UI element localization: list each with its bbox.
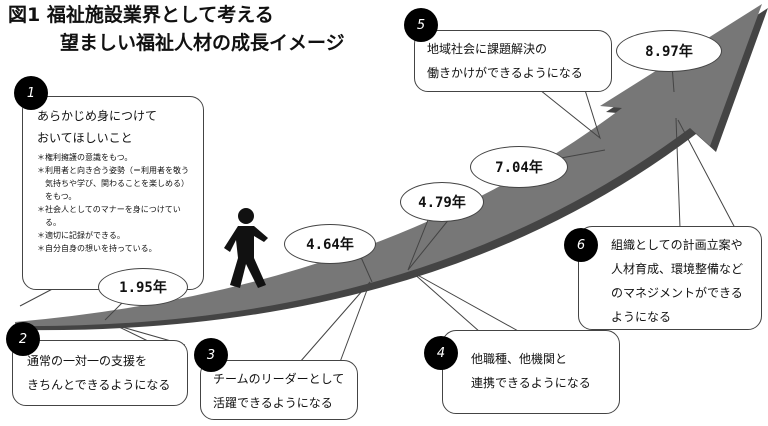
callout-tail-3	[299, 281, 371, 363]
callout-tail-4	[411, 271, 521, 333]
stage-number-5: 5	[404, 8, 438, 42]
stage-6-line: 組織としての計画立案や	[611, 238, 743, 252]
stage-6-line: 人材育成、環境整備など	[611, 262, 744, 276]
callout-tail-464	[359, 254, 373, 283]
stage-2-line: きちんとできるようになる	[27, 378, 171, 392]
stage-number-6: 6	[564, 228, 598, 262]
stage-3-line: チームのリーダーとして	[213, 372, 345, 386]
years-badge-stage-5: 7.04年	[470, 146, 568, 188]
stage-1-item: ＊社会人としてのマナーを身につけてい	[37, 205, 181, 214]
stage-3-callout: チームのリーダーとして 活躍できるようになる	[200, 360, 358, 420]
stage-5-line: 地域社会に課題解決の	[427, 42, 548, 56]
title-line-1: 図1 福祉施設業界として考える	[8, 4, 274, 26]
growth-arrow	[15, 4, 762, 327]
stage-number-1: 1	[14, 76, 48, 110]
stage-1-item: ＊自分自身の想いを持っている。	[37, 244, 157, 253]
stage-number-4: 4	[424, 336, 458, 370]
stage-1-callout: あらかじめ身につけて おいてほしいこと ＊権利擁護の意識をもつ。 ＊利用者と向き…	[22, 96, 204, 290]
callout-tail-479	[407, 214, 451, 271]
stage-number-3: 3	[194, 338, 228, 372]
stage-1-heading-2: おいてほしいこと	[37, 131, 133, 145]
stage-3-line: 活躍できるようになる	[213, 396, 333, 410]
stage-number-2: 2	[6, 322, 40, 356]
stage-1-item: ＊利用者と向き合う姿勢（＝利用者を敬う	[37, 166, 189, 175]
stage-6-line: のマネジメントができる	[611, 286, 743, 300]
stage-1-item: る。	[37, 218, 61, 227]
title-line-2: 望ましい福祉人材の成長イメージ	[60, 32, 345, 54]
stage-1-item: 気持ちや学び、関わることを楽しめる）	[37, 179, 189, 188]
years-badge-stage-6: 8.97年	[616, 30, 722, 72]
stage-6-callout: 組織としての計画立案や 人材育成、環境整備など のマネジメントができる ようにな…	[578, 226, 762, 330]
stage-4-callout: 他職種、他機関と 連携できるようになる	[442, 330, 620, 414]
stage-5-line: 働きかけができるようになる	[427, 66, 583, 80]
walking-person-icon	[224, 208, 268, 288]
stage-2-callout: 通常の一対一の支援を きちんとできるようになる	[12, 340, 188, 406]
stage-1-item: をもつ。	[37, 192, 77, 201]
stage-5-callout: 地域社会に課題解決の 働きかけができるようになる	[414, 30, 612, 92]
callout-tail-6	[675, 117, 736, 229]
stage-1-heading-1: あらかじめ身につけて	[37, 109, 158, 123]
stage-2-line: 通常の一対一の支援を	[27, 354, 148, 368]
stage-4-line: 他職種、他機関と	[471, 352, 568, 366]
years-badge-stage-2: 1.95年	[98, 268, 188, 306]
years-badge-stage-4: 4.79年	[400, 182, 484, 222]
callout-tail-5	[539, 89, 601, 140]
stage-1-item: ＊適切に記録ができる。	[37, 231, 125, 240]
stage-6-line: ようになる	[611, 310, 672, 324]
years-badge-stage-3: 4.64年	[284, 224, 376, 264]
callout-tail-2	[114, 324, 186, 346]
stage-4-line: 連携できるようになる	[471, 376, 591, 390]
stage-1-item: ＊権利擁護の意識をもつ。	[37, 153, 133, 162]
